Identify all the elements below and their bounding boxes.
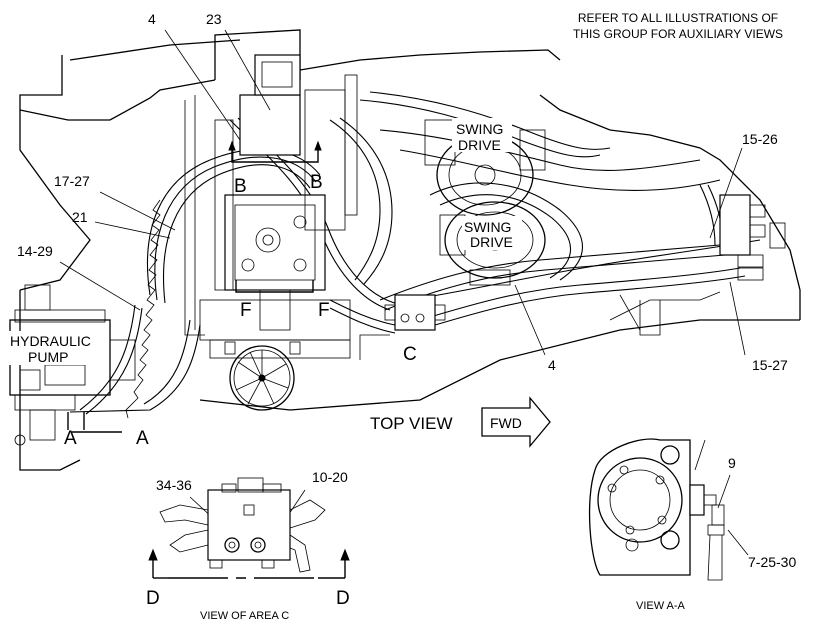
top-view-label: TOP VIEW	[370, 414, 453, 433]
callout-17-27: 17-27	[54, 173, 90, 189]
section-cut-lines	[67, 140, 322, 433]
swing-drive-lower-line-2: DRIVE	[470, 234, 513, 250]
section-b-left: B	[234, 176, 247, 197]
hydraulic-pump-line-2: PUMP	[28, 349, 68, 365]
hydraulic-pump-line-1: HYDRAULIC	[10, 333, 91, 349]
callout-23: 23	[206, 11, 222, 27]
callout-21: 21	[72, 209, 88, 225]
callout-15-27: 15-27	[752, 357, 788, 373]
control-valve	[199, 54, 358, 359]
section-b-right: B	[310, 172, 323, 193]
note-line-2: THIS GROUP FOR AUXILIARY VIEWS	[573, 27, 783, 41]
fwd-label: FWD	[490, 415, 522, 431]
swing-drive-upper-line-2: DRIVE	[458, 137, 501, 153]
section-d-left: D	[146, 588, 160, 609]
callout-4-top: 4	[148, 11, 156, 27]
section-letter-labels: B B F F A A C D D	[64, 172, 417, 609]
hose-guard	[125, 199, 161, 419]
swing-drive-lower-line-1: SWING	[464, 219, 511, 235]
general-note: REFER TO ALL ILLUSTRATIONS OF THIS GROUP…	[573, 11, 783, 41]
swing-drive-upper-line-1: SWING	[456, 121, 503, 137]
section-f-right: F	[318, 300, 330, 321]
machine-frame-outline	[19, 29, 801, 471]
view-a-a-detail	[588, 438, 725, 581]
component-labels: SWING DRIVE SWING DRIVE HYDRAULIC PUMP	[8, 118, 522, 365]
callout-7-25-30: 7-25-30	[748, 554, 796, 570]
callout-10-20: 10-20	[312, 469, 348, 485]
callout-15-26: 15-26	[742, 131, 778, 147]
callout-labels: 4 23 17-27 21 14-29 15-26 15-27 4 9 7-25…	[17, 11, 796, 570]
callout-14-29: 14-29	[17, 243, 53, 259]
right-valve-bank	[719, 194, 786, 281]
view-labels: TOP VIEW FWD VIEW OF AREA C VIEW A-A	[200, 414, 686, 622]
callout-4-bottom: 4	[548, 357, 556, 373]
swivel-fan	[224, 341, 301, 411]
view-area-c-detail	[148, 477, 350, 579]
area-c-label: C	[403, 344, 417, 365]
section-a-left: A	[64, 428, 77, 449]
section-a-right: A	[136, 428, 149, 449]
view-a-a-label: VIEW A-A	[636, 600, 686, 612]
callout-34-36: 34-36	[156, 477, 192, 493]
note-line-1: REFER TO ALL ILLUSTRATIONS OF	[578, 11, 778, 25]
callout-9: 9	[728, 455, 736, 471]
fwd-arrow	[481, 396, 551, 448]
section-d-right: D	[336, 588, 350, 609]
section-f-left: F	[240, 300, 252, 321]
area-c-block	[384, 294, 446, 331]
view-area-c-label: VIEW OF AREA C	[200, 610, 289, 622]
hose-bundle	[69, 91, 761, 415]
